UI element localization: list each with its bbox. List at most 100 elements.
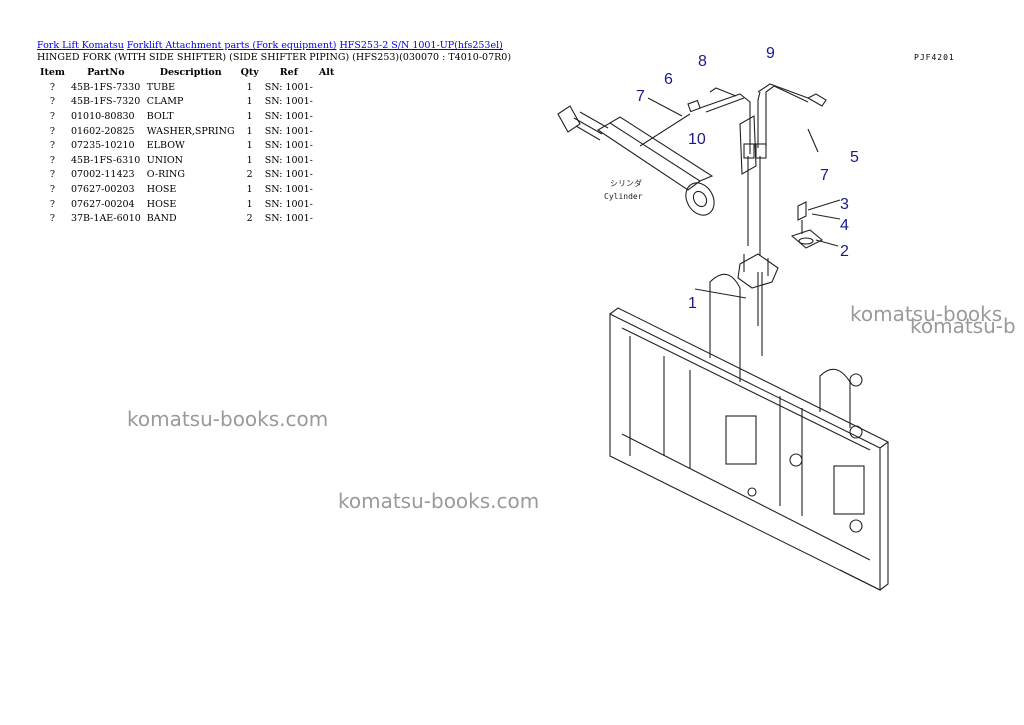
callout-5: 5 xyxy=(850,149,859,166)
cell-ref: SN: 1001- xyxy=(264,183,313,195)
cell-alt xyxy=(316,124,337,139)
cell-item: ? xyxy=(49,198,56,210)
cell-ref: SN: 1001- xyxy=(264,140,313,152)
cell-partno: 37B-1AE-6010 xyxy=(70,213,141,225)
table-row: ? 01602-20825 WASHER,SPRING 1 SN: 1001- xyxy=(37,124,337,139)
cell-qty: 2 xyxy=(246,169,253,181)
page-title: HINGED FORK (WITH SIDE SHIFTER) (SIDE SH… xyxy=(37,52,512,63)
cell-alt xyxy=(316,197,337,212)
cell-partno: 01602-20825 xyxy=(70,125,135,137)
cell-qty: 1 xyxy=(246,110,253,122)
watermark: komatsu-b xyxy=(910,314,1016,338)
cell-item: ? xyxy=(49,110,56,122)
col-alt: Alt xyxy=(318,67,335,78)
parts-diagram: 1 2 3 4 5 6 7 7 8 9 10 シリンダ Cylinder xyxy=(557,45,890,591)
callout-2: 2 xyxy=(840,243,849,260)
cell-ref: SN: 1001- xyxy=(264,125,313,137)
callout-6: 6 xyxy=(664,71,673,88)
cell-qty: 1 xyxy=(246,125,253,137)
table-row: ? 01010-80830 BOLT 1 SN: 1001- xyxy=(37,109,337,124)
callout-10: 10 xyxy=(688,131,706,148)
cell-item: ? xyxy=(49,81,56,93)
table-row: ? 07627-00204 HOSE 1 SN: 1001- xyxy=(37,197,337,212)
callout-7: 7 xyxy=(636,88,645,105)
callout-3: 3 xyxy=(840,196,849,213)
cell-alt xyxy=(316,138,337,153)
cell-partno: 45B-1FS-6310 xyxy=(70,154,141,166)
piping-illustration xyxy=(687,83,827,256)
table-row: ? 07235-10210 ELBOW 1 SN: 1001- xyxy=(37,138,337,153)
cell-ref: SN: 1001- xyxy=(264,169,313,181)
watermark: komatsu-books.com xyxy=(338,489,540,513)
callout-4: 4 xyxy=(840,217,849,234)
cell-item: ? xyxy=(49,96,56,108)
col-partno: PartNo xyxy=(87,67,125,78)
table-row: ? 45B-1FS-7320 CLAMP 1 SN: 1001- xyxy=(37,95,337,110)
col-qty: Qty xyxy=(240,67,259,78)
table-row: ? 45B-1FS-7330 TUBE 1 SN: 1001- xyxy=(37,80,337,95)
cell-desc: HOSE xyxy=(146,198,177,210)
cell-partno: 45B-1FS-7330 xyxy=(70,81,141,93)
cell-desc: UNION xyxy=(146,154,183,166)
cell-partno: 01010-80830 xyxy=(70,110,135,122)
cell-partno: 07627-00203 xyxy=(70,183,135,195)
cell-item: ? xyxy=(49,183,56,195)
cell-qty: 2 xyxy=(246,213,253,225)
cell-qty: 1 xyxy=(246,198,253,210)
cell-alt xyxy=(316,109,337,124)
cell-alt xyxy=(316,153,337,168)
cell-partno: 07627-00204 xyxy=(70,198,135,210)
cell-desc: O-RING xyxy=(146,169,185,181)
table-row: ? 45B-1FS-6310 UNION 1 SN: 1001- xyxy=(37,153,337,168)
cell-ref: SN: 1001- xyxy=(264,96,313,108)
cell-alt xyxy=(316,95,337,110)
cell-partno: 45B-1FS-7320 xyxy=(70,96,141,108)
cell-desc: TUBE xyxy=(146,81,176,93)
parts-table: Item PartNo Description Qty Ref Alt ? 45B… xyxy=(37,65,337,226)
callout-9: 9 xyxy=(766,45,775,62)
cell-alt xyxy=(316,182,337,197)
cell-desc: ELBOW xyxy=(146,140,185,152)
cell-qty: 1 xyxy=(246,140,253,152)
cell-item: ? xyxy=(49,125,56,137)
col-ref: Ref xyxy=(279,67,298,78)
cell-qty: 1 xyxy=(246,81,253,93)
cell-alt xyxy=(316,211,337,226)
cell-desc: WASHER,SPRING xyxy=(146,125,235,137)
breadcrumb-link-forklift-komatsu[interactable]: Fork Lift Komatsu xyxy=(37,40,124,51)
cylinder-illustration xyxy=(557,105,715,216)
cell-item: ? xyxy=(49,154,56,166)
cell-ref: SN: 1001- xyxy=(264,110,313,122)
cell-alt xyxy=(316,80,337,95)
cell-desc: CLAMP xyxy=(146,96,184,108)
cell-qty: 1 xyxy=(246,183,253,195)
col-item: Item xyxy=(40,67,65,78)
cell-ref: SN: 1001- xyxy=(264,81,313,93)
cell-desc: BOLT xyxy=(146,110,174,122)
cell-ref: SN: 1001- xyxy=(264,213,313,225)
callout-8: 8 xyxy=(698,53,707,70)
cell-desc: BAND xyxy=(146,213,177,225)
cell-ref: SN: 1001- xyxy=(264,198,313,210)
cell-desc: HOSE xyxy=(146,183,177,195)
cylinder-label-jp: シリンダ xyxy=(610,178,642,188)
cell-qty: 1 xyxy=(246,96,253,108)
col-description: Description xyxy=(159,67,222,78)
cell-item: ? xyxy=(49,169,56,181)
breadcrumb-link-attachment-parts[interactable]: Forklift Attachment parts (Fork equipmen… xyxy=(126,40,337,51)
diagram-code: PJF4201 xyxy=(914,53,955,62)
cell-qty: 1 xyxy=(246,154,253,166)
breadcrumb-link-model[interactable]: HFS253-2 S/N 1001-UP(hfs253el) xyxy=(339,40,503,51)
table-row: ? 07627-00203 HOSE 1 SN: 1001- xyxy=(37,182,337,197)
cell-item: ? xyxy=(49,140,56,152)
clamp-bolt-illustration xyxy=(737,201,823,356)
cell-partno: 07235-10210 xyxy=(70,140,135,152)
cylinder-label: Cylinder xyxy=(604,192,643,201)
breadcrumb: Fork Lift Komatsu Forklift Attachment pa… xyxy=(37,40,503,51)
callout-1: 1 xyxy=(688,295,697,312)
callout-7b: 7 xyxy=(820,167,829,184)
cell-ref: SN: 1001- xyxy=(264,154,313,166)
fork-frame-illustration xyxy=(609,273,890,591)
